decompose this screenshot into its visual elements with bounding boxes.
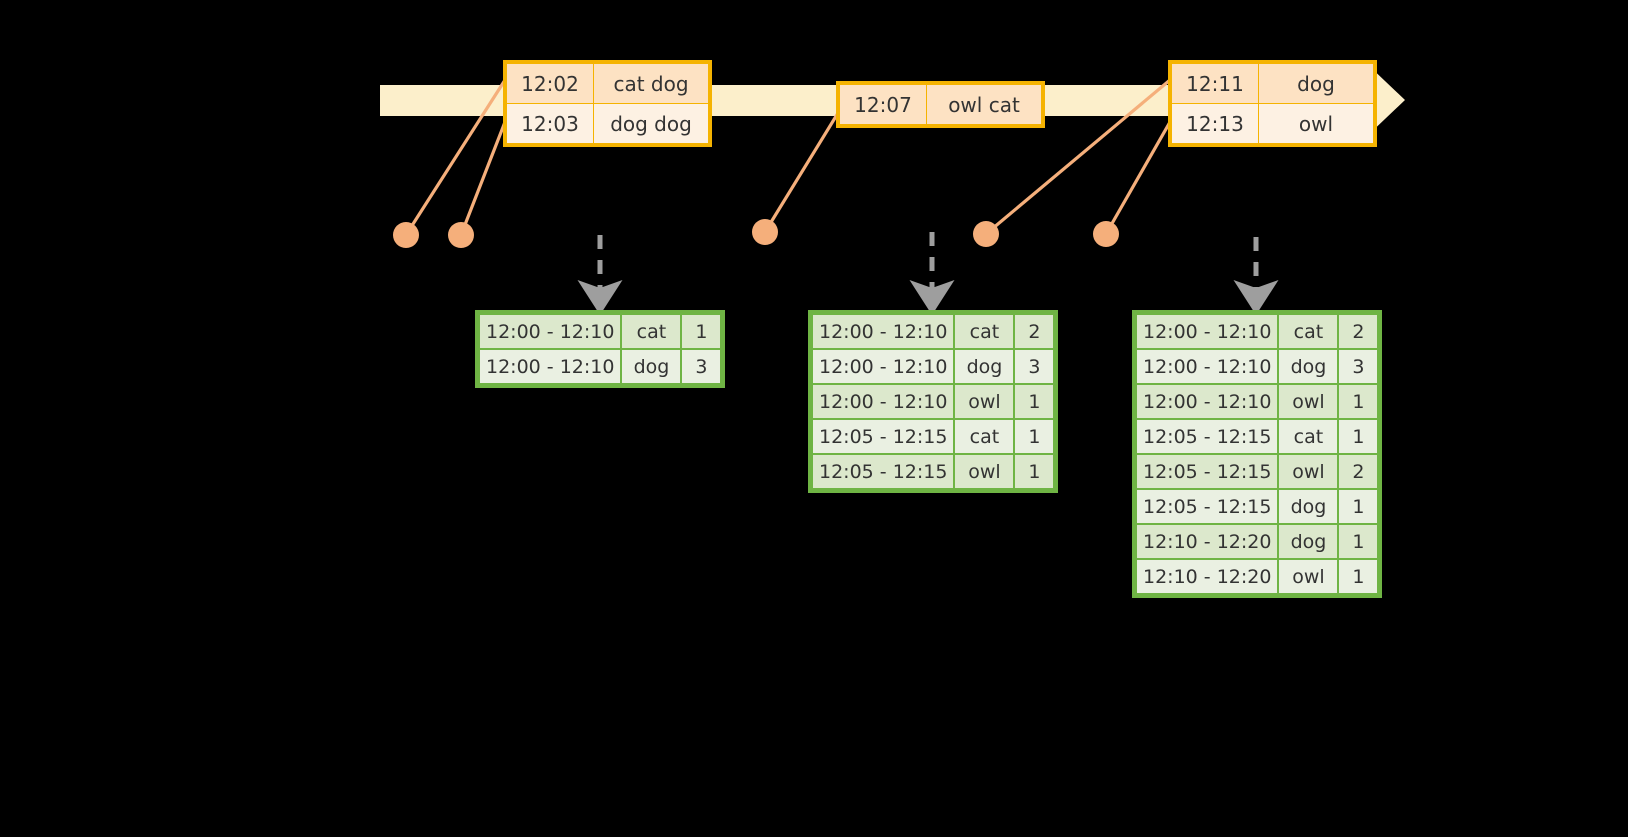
cell-word: cat [953, 418, 1016, 455]
cell-window: 12:00 - 12:10 [810, 313, 956, 350]
event-time: 12:11 [1171, 63, 1259, 104]
cell-count: 2 [1013, 313, 1056, 350]
event-time: 12:03 [506, 103, 594, 144]
table-row[interactable]: 12:03 dog dog [506, 103, 709, 144]
cell-window: 12:00 - 12:10 [477, 313, 623, 350]
cell-count: 1 [1013, 383, 1056, 420]
dot-1202 [393, 222, 419, 248]
cell-window: 12:05 - 12:15 [810, 418, 956, 455]
event-words: owl cat [926, 84, 1042, 125]
event-time: 12:13 [1171, 103, 1259, 144]
cell-window: 12:00 - 12:10 [810, 348, 956, 385]
dot-1203 [448, 222, 474, 248]
dot-1211 [973, 221, 999, 247]
cell-count: 3 [680, 348, 723, 385]
cell-window: 12:05 - 12:15 [810, 453, 956, 490]
cell-window: 12:00 - 12:10 [1134, 383, 1280, 420]
cell-word: cat [953, 313, 1016, 350]
cell-window: 12:00 - 12:10 [1134, 313, 1280, 350]
events-group-3[interactable]: 12:11 dog 12:13 owl [1168, 60, 1377, 147]
cell-word: owl [953, 453, 1016, 490]
cell-word: owl [1277, 453, 1340, 490]
cell-window: 12:00 - 12:10 [810, 383, 956, 420]
cell-window: 12:05 - 12:15 [1134, 418, 1280, 455]
cell-count: 1 [1013, 418, 1056, 455]
cell-count: 1 [680, 313, 723, 350]
event-words: owl [1258, 103, 1374, 144]
event-time: 12:02 [506, 63, 594, 104]
cell-count: 1 [1337, 523, 1380, 560]
cell-word: owl [1277, 383, 1340, 420]
event-time: 12:07 [839, 84, 927, 125]
cell-count: 2 [1337, 453, 1380, 490]
cell-word: cat [1277, 313, 1340, 350]
cell-word: dog [1277, 348, 1340, 385]
event-words: dog dog [593, 103, 709, 144]
cell-word: dog [953, 348, 1016, 385]
cell-count: 1 [1337, 558, 1380, 595]
cell-word: dog [1277, 488, 1340, 525]
cell-word: owl [953, 383, 1016, 420]
table-row[interactable]: 12:07 owl cat [839, 84, 1042, 125]
cell-count: 1 [1337, 383, 1380, 420]
dot-1213 [1093, 221, 1119, 247]
dashed-arrow-group [577, 232, 1279, 315]
cell-word: dog [1277, 523, 1340, 560]
events-group-1[interactable]: 12:02 cat dog 12:03 dog dog [503, 60, 712, 147]
cell-count: 3 [1337, 348, 1380, 385]
event-words: dog [1258, 63, 1374, 104]
table-row[interactable]: 12:13 owl [1171, 103, 1374, 144]
cell-window: 12:10 - 12:20 [1134, 523, 1280, 560]
cell-window: 12:10 - 12:20 [1134, 558, 1280, 595]
cell-count: 1 [1337, 488, 1380, 525]
table-row[interactable]: 12:02 cat dog [506, 63, 709, 104]
table-row[interactable]: 12:11 dog [1171, 63, 1374, 104]
cell-count: 2 [1337, 313, 1380, 350]
cell-window: 12:05 - 12:15 [1134, 488, 1280, 525]
event-words: cat dog [593, 63, 709, 104]
cell-count: 1 [1337, 418, 1380, 455]
cell-word: dog [620, 348, 683, 385]
event-dot-group [393, 219, 1119, 248]
events-group-2[interactable]: 12:07 owl cat [836, 81, 1045, 128]
cell-window: 12:05 - 12:15 [1134, 453, 1280, 490]
dot-1207 [752, 219, 778, 245]
cell-count: 1 [1013, 453, 1056, 490]
cell-window: 12:00 - 12:10 [477, 348, 623, 385]
cell-count: 3 [1013, 348, 1056, 385]
cell-word: cat [1277, 418, 1340, 455]
cell-word: owl [1277, 558, 1340, 595]
cell-window: 12:00 - 12:10 [1134, 348, 1280, 385]
cell-word: cat [620, 313, 683, 350]
